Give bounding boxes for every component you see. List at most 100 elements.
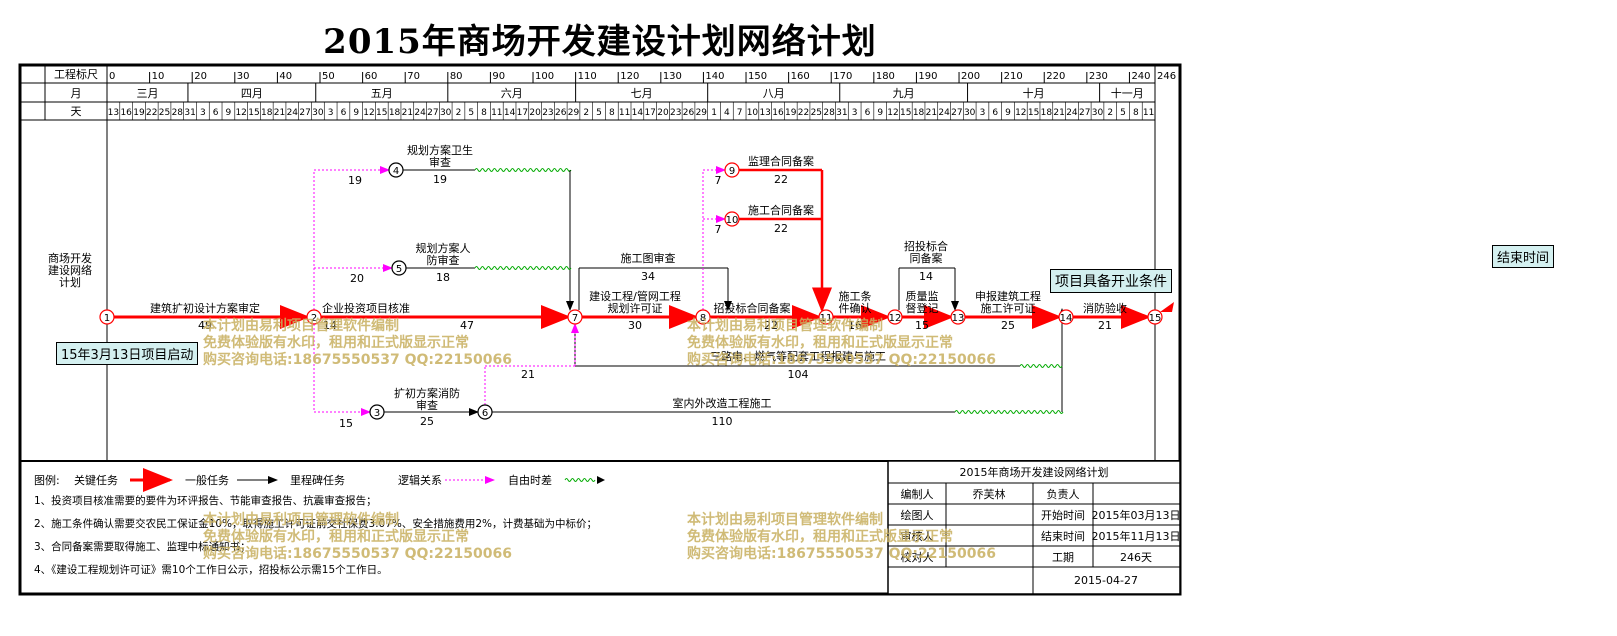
day-cell: 26	[683, 108, 695, 118]
node-label-10: 10	[726, 215, 739, 226]
activity-name: 监理合同备案	[748, 154, 814, 168]
node-label-1: 1	[104, 313, 110, 324]
node-5	[391, 260, 407, 276]
node-label-13: 13	[952, 313, 965, 324]
day-cell: 14	[504, 108, 516, 118]
day-cell: 21	[926, 108, 937, 118]
ruler-tick-label: 180	[876, 71, 895, 82]
day-cell: 6	[341, 108, 347, 118]
legend-float-label: 自由时差	[508, 473, 552, 487]
day-cell: 6	[865, 108, 871, 118]
node-label-2: 2	[311, 313, 317, 324]
day-cell: 25	[159, 108, 170, 118]
activity-duration: 25	[1001, 319, 1015, 332]
ruler-tick-label: 30	[237, 71, 250, 82]
finish-time-label: 结束时间	[1492, 245, 1555, 268]
day-cell: 26	[555, 108, 567, 118]
ruler-tick-label: 120	[620, 71, 639, 82]
activity-name: 申报建筑工程	[975, 289, 1041, 303]
activity-name: 施工条	[839, 289, 872, 303]
day-cell: 13	[759, 108, 770, 118]
node-2	[306, 309, 322, 325]
day-cell: 19	[133, 108, 145, 118]
activity-duration: 22	[774, 222, 788, 235]
day-cell: 27	[951, 108, 962, 118]
float-5	[474, 266, 572, 270]
month-label-cell: 九月	[893, 87, 915, 100]
node-1	[99, 309, 115, 325]
lag-label: 15	[339, 417, 353, 430]
float-7	[1019, 364, 1063, 368]
day-cell: 5	[468, 108, 474, 118]
ruler-tick-label: 140	[705, 71, 724, 82]
node-9	[724, 162, 740, 178]
day-cell: 9	[226, 108, 232, 118]
ruler-tick-label: 170	[833, 71, 852, 82]
owner-label: 负责人	[1047, 487, 1080, 501]
activity-duration: 49	[198, 319, 212, 332]
activity-duration: 34	[641, 270, 655, 283]
day-cell: 11	[1143, 108, 1154, 118]
activity-name: 审查	[429, 155, 451, 169]
day-cell: 15	[1028, 108, 1039, 118]
node-14	[1058, 309, 1074, 325]
legend-float-arrow	[597, 476, 605, 484]
activity-duration: 14	[323, 319, 337, 332]
day-cell: 31	[184, 108, 195, 118]
ruler-tick-label: 160	[791, 71, 810, 82]
day-cell: 8	[609, 108, 615, 118]
day-cell: 18	[1041, 108, 1053, 118]
author-label: 编制人	[901, 487, 934, 501]
project-label: 商场开发	[48, 251, 92, 265]
day-cell: 17	[517, 108, 528, 118]
month-label-cell: 七月	[631, 87, 653, 100]
month-label-cell: 十一月	[1111, 86, 1144, 100]
day-cell: 30	[440, 108, 452, 118]
node-label-4: 4	[393, 166, 399, 177]
day-cell: 18	[389, 108, 401, 118]
day-cell: 5	[596, 108, 602, 118]
month-label-cell: 六月	[501, 87, 523, 100]
node-label-9: 9	[729, 166, 735, 177]
page-title: 2015年商场开发建设计划网络计划	[323, 22, 877, 62]
end-flag	[1160, 302, 1174, 312]
ruler-tick-label: 40	[279, 71, 292, 82]
float-4	[474, 168, 572, 172]
month-label-cell: 四月	[241, 87, 263, 100]
end-value: 2015年11月13日	[1092, 529, 1181, 543]
node-label-8: 8	[700, 313, 706, 324]
lag-label: 7	[715, 223, 722, 236]
day-cell: 29	[568, 108, 580, 118]
day-cell: 23	[670, 108, 681, 118]
activity-name: 质量监	[906, 290, 939, 303]
day-cell: 25	[811, 108, 822, 118]
node-6	[477, 404, 493, 420]
day-cell: 15	[376, 108, 387, 118]
reviewer-label: 审核人	[901, 529, 934, 543]
activity-duration: 19	[433, 173, 447, 186]
activity-name: 室内外改造工程施工	[673, 396, 772, 410]
legend-note: 2、施工条件确认需要交农民工保证金10%，取得施工许可证前交社保费3.07%、安…	[34, 517, 597, 530]
day-cell: 24	[287, 108, 299, 118]
legend-note: 3、合同备案需要取得施工、监理中标通知书；	[34, 540, 251, 553]
activity-duration: 47	[460, 319, 474, 332]
project-label: 计划	[59, 276, 81, 289]
day-cell: 22	[798, 108, 809, 118]
activity-name: 施工许可证	[981, 302, 1036, 315]
node-label-5: 5	[396, 264, 402, 275]
day-cell: 20	[657, 108, 669, 118]
ruler-tick-label: 50	[322, 71, 335, 82]
day-cell: 31	[836, 108, 847, 118]
day-cell: 28	[823, 108, 835, 118]
node-11	[818, 309, 834, 325]
period-value: 246天	[1120, 551, 1152, 564]
day-cell: 21	[1053, 108, 1064, 118]
ruler-tick-label: 10	[152, 71, 165, 82]
activity-duration: 21	[521, 368, 535, 381]
day-cell: 21	[402, 108, 413, 118]
day-cell: 27	[299, 108, 310, 118]
ruler-tick-label: 200	[961, 71, 980, 82]
activity-duration: 110	[712, 415, 733, 428]
day-cell: 1	[711, 108, 717, 118]
